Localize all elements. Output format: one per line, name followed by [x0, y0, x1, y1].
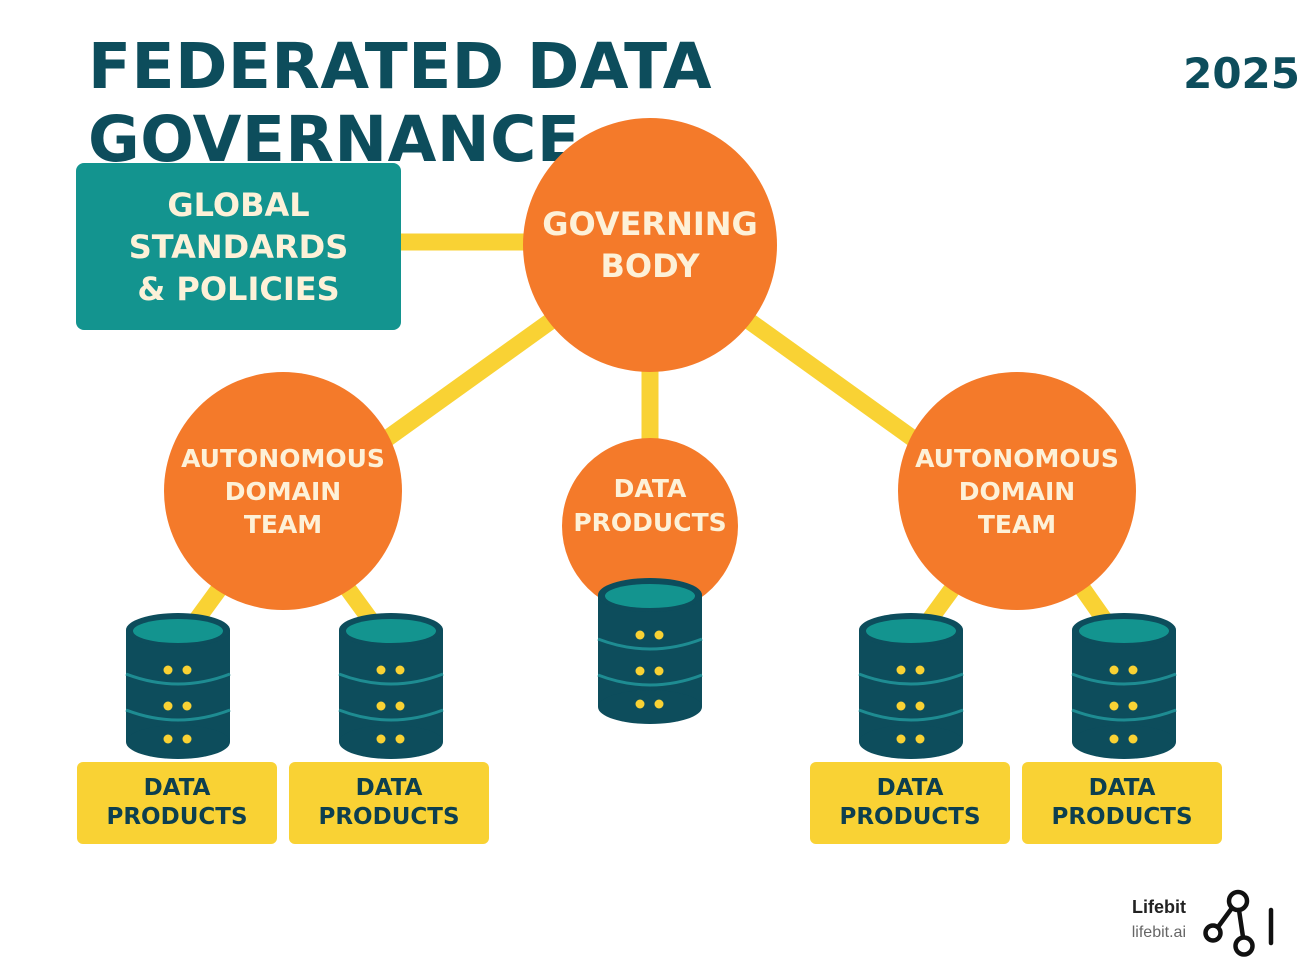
- governing-body-node: GOVERNING BODY: [523, 118, 777, 372]
- domain-team-right-node: AUTONOMOUS DOMAIN TEAM: [898, 372, 1136, 610]
- center-data-products-node: DATA PRODUCTS: [562, 438, 738, 614]
- database-icon: [597, 578, 703, 724]
- brand-url: lifebit.ai: [1131, 924, 1186, 941]
- connector-governing-domain-left: [380, 311, 560, 447]
- governing-line-2: BODY: [600, 247, 700, 285]
- data-products-box: DATA PRODUCTS: [289, 762, 489, 844]
- products-box-3-line-2: PRODUCTS: [839, 804, 981, 830]
- page-title: FEDERATED DATA GOVERNANCE 2025: [88, 30, 1300, 176]
- database-icon: [125, 613, 231, 759]
- products-box-1-line-2: PRODUCTS: [106, 804, 248, 830]
- database-icon: [858, 613, 964, 759]
- center-products-line-1: DATA: [613, 474, 687, 503]
- policy-line-2: STANDARDS: [128, 227, 349, 266]
- domain-team-left-node: AUTONOMOUS DOMAIN TEAM: [164, 372, 402, 610]
- global-standards-box: GLOBAL STANDARDS & POLICIES: [76, 163, 401, 330]
- database-icon: [1071, 613, 1177, 759]
- governing-line-1: GOVERNING: [542, 205, 758, 243]
- domain-right-line-1: AUTONOMOUS: [915, 443, 1119, 473]
- products-box-1-line-1: DATA: [143, 775, 211, 801]
- domain-left-line-2: DOMAIN: [224, 476, 342, 506]
- products-box-4-line-1: DATA: [1088, 775, 1156, 801]
- database-icon: [338, 613, 444, 759]
- domain-right-line-3: TEAM: [977, 509, 1057, 539]
- data-products-box: DATA PRODUCTS: [810, 762, 1010, 844]
- brand-text: Lifebit lifebit.ai: [1118, 897, 1186, 942]
- brand-name: Lifebit: [1132, 897, 1186, 917]
- domain-left-line-3: TEAM: [243, 509, 323, 539]
- data-products-box: DATA PRODUCTS: [1022, 762, 1222, 844]
- products-box-2-line-1: DATA: [355, 775, 423, 801]
- products-box-2-line-2: PRODUCTS: [318, 804, 460, 830]
- domain-right-line-2: DOMAIN: [958, 476, 1076, 506]
- products-box-3-line-1: DATA: [876, 775, 944, 801]
- domain-left-line-1: AUTONOMOUS: [181, 443, 385, 473]
- center-products-line-2: PRODUCTS: [573, 508, 727, 537]
- policy-line-3: & POLICIES: [137, 269, 340, 308]
- lifebit-logo-icon: [1203, 889, 1274, 957]
- data-products-box: DATA PRODUCTS: [77, 762, 277, 844]
- title-year: 2025: [1183, 49, 1300, 98]
- policy-line-1: GLOBAL: [167, 185, 310, 224]
- connector-governing-domain-right: [740, 311, 920, 447]
- products-box-4-line-2: PRODUCTS: [1051, 804, 1193, 830]
